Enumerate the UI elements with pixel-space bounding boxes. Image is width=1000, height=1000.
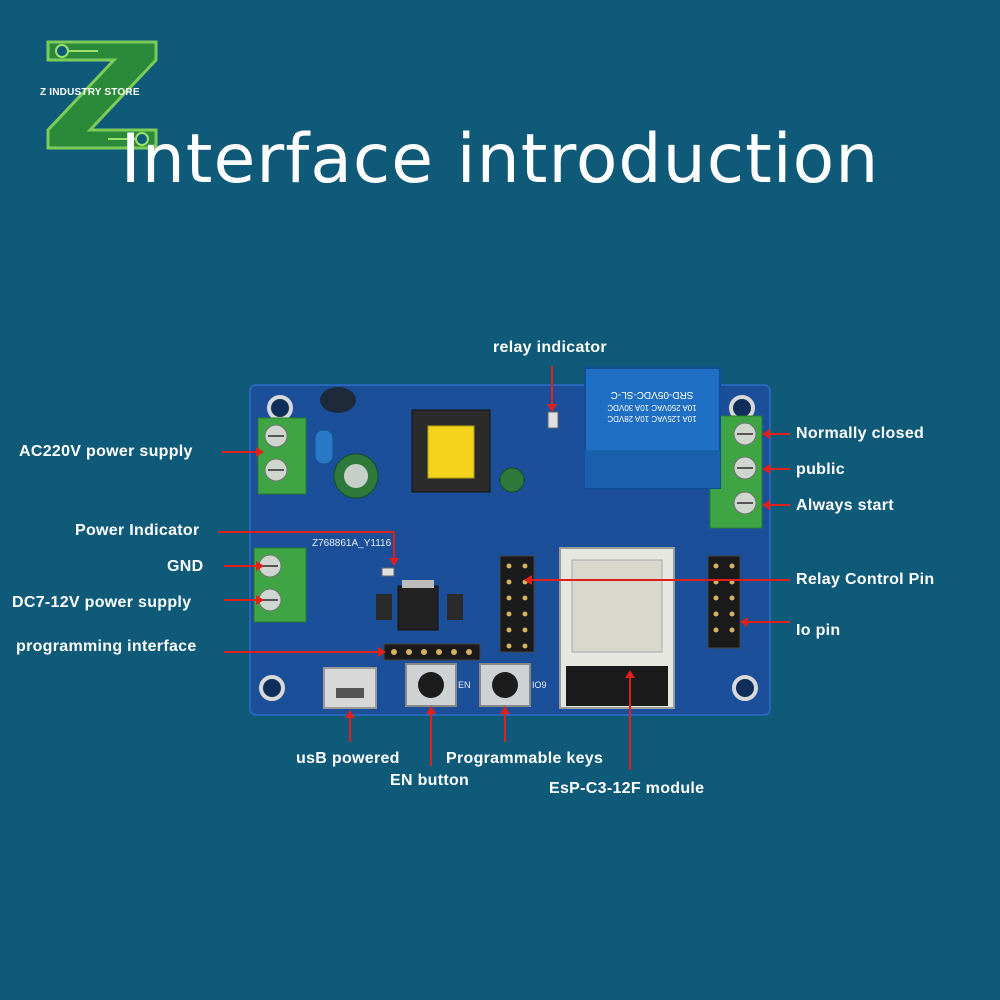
label-power-indicator: Power Indicator: [75, 522, 200, 539]
label-relay-control-pin: Relay Control Pin: [796, 571, 935, 588]
relay-indicator-led: [547, 411, 559, 429]
label-io-pin: Io pin: [796, 622, 841, 639]
z-store-logo: [46, 40, 158, 150]
io9-silkscreen: IO9: [532, 680, 547, 690]
dc-terminal-block: [253, 547, 307, 623]
label-esp-c3-12f-module: EsP-C3-12F module: [549, 780, 705, 797]
usb-port: [323, 667, 377, 709]
label-public: public: [796, 461, 845, 478]
capacitors: [314, 387, 525, 620]
label-dc7-12v-power-supply: DC7-12V power supply: [12, 594, 192, 611]
relay-rating-text-1: 10A 250VAC 10A 30VDC: [607, 403, 696, 412]
relay-model-text: SRD-05VDC-SL-C: [611, 389, 694, 400]
label-gnd: GND: [167, 558, 204, 575]
relay-component: SRD-05VDC-SL-C 10A 250VAC 10A 30VDC 10A …: [584, 367, 721, 489]
logo-brand-text: Z INDUSTRY STORE: [40, 87, 140, 98]
label-programming-interface: programming interface: [16, 638, 197, 655]
power-indicator-led: [381, 567, 395, 577]
esp-c3-12f-module: [559, 547, 675, 709]
gpio-header-left: [499, 555, 535, 653]
callout-arrows: [218, 366, 790, 770]
page-title: Interface introduction: [120, 120, 880, 199]
label-always-start: Always start: [796, 497, 894, 514]
label-usb-powered: usB powered: [296, 750, 400, 767]
transformer-component: [411, 409, 491, 493]
label-ac220v-power-supply: AC220V power supply: [19, 443, 193, 460]
label-normally-closed: Normally closed: [796, 425, 925, 442]
relay-rating-text-2: 10A 125VAC 10A 28VDC: [607, 414, 696, 423]
voltage-regulator: [397, 580, 439, 631]
mounting-holes: [259, 395, 758, 701]
en-button-silkscreen: EN: [458, 680, 471, 690]
ac-terminal-block: [257, 417, 307, 495]
programming-header: [383, 643, 481, 661]
board-model-text: Z768861A_Y1116: [312, 538, 392, 549]
logo-z-shape: [46, 40, 158, 150]
label-programmable-keys: Programmable keys: [446, 750, 604, 767]
programmable-key-component: [479, 663, 531, 707]
gpio-header-right: [707, 555, 741, 649]
label-en-button: EN button: [390, 772, 470, 789]
en-button-component: [405, 663, 457, 707]
label-relay-indicator: relay indicator: [493, 339, 607, 356]
